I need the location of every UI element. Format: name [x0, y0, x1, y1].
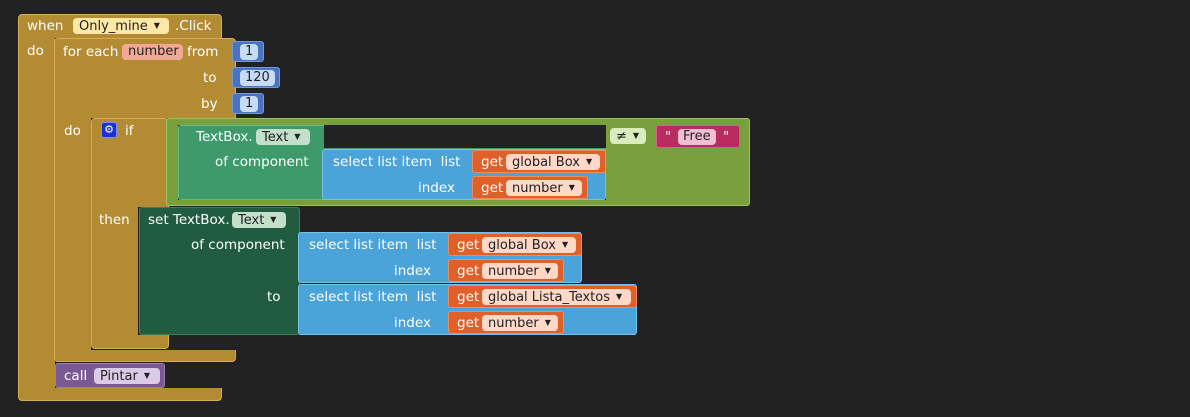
textbox-getter-property-dropdown[interactable]: Text▼ — [256, 129, 310, 145]
chevron-down-icon: ▼ — [544, 266, 551, 275]
for-each-label: for each — [63, 44, 119, 60]
loop-variable-field[interactable]: number — [122, 44, 183, 60]
chevron-down-icon: ▼ — [270, 215, 277, 224]
setter-index-label-1: index — [394, 263, 431, 279]
setter-select-list-item-label-1: select list item list — [309, 237, 437, 253]
textbox-getter-gap — [324, 125, 606, 148]
chevron-down-icon: ▼ — [561, 240, 569, 249]
chevron-down-icon: ▼ — [143, 371, 150, 380]
for-each-do-label: do — [64, 123, 81, 139]
event-when-label: when — [27, 18, 64, 34]
get-label: get — [481, 154, 504, 170]
setter-property-dropdown[interactable]: Text▼ — [232, 212, 286, 228]
if-label: if — [125, 123, 134, 139]
text-open-quote: " — [665, 129, 672, 145]
setter-to-label: to — [267, 289, 281, 305]
setter-of-component-label: of component — [191, 237, 285, 253]
condition-index-label: index — [418, 180, 455, 196]
chevron-down-icon: ▼ — [585, 157, 593, 166]
get-global-box-dropdown[interactable]: global Box▼ — [482, 237, 576, 253]
event-do-label: do — [27, 43, 44, 59]
for-each-to-label: to — [203, 70, 217, 86]
textbox-getter-label: TextBox. — [196, 129, 253, 145]
by-number-field[interactable]: 1 — [240, 96, 259, 112]
from-number-field[interactable]: 1 — [240, 44, 259, 60]
for-each-by-label: by — [201, 96, 218, 112]
setter-select-list-item-label-2: select list item list — [309, 289, 437, 305]
chevron-down-icon: ▼ — [616, 292, 623, 301]
getter-of-component-label: of component — [215, 154, 309, 170]
set-textbox-text-block[interactable] — [139, 207, 300, 335]
get-number-dropdown[interactable]: number▼ — [482, 315, 558, 331]
get-label: get — [457, 289, 480, 305]
call-label: call — [64, 368, 88, 384]
get-number-dropdown[interactable]: number▼ — [506, 180, 582, 196]
get-global-box-dropdown[interactable]: global Box▼ — [506, 154, 600, 170]
chevron-down-icon: ▼ — [544, 318, 551, 327]
chevron-down-icon: ▼ — [568, 183, 575, 192]
get-label: get — [457, 237, 480, 253]
event-name-label: .Click — [175, 18, 212, 34]
chevron-down-icon: ▼ — [294, 132, 301, 141]
get-label: get — [481, 180, 504, 196]
gear-icon[interactable]: ⚙ — [101, 122, 117, 138]
get-label: get — [457, 315, 480, 331]
setter-label: set TextBox. — [148, 212, 230, 228]
chevron-down-icon: ▼ — [153, 21, 160, 30]
get-label: get — [457, 263, 480, 279]
setter-index-label-2: index — [394, 315, 431, 331]
for-each-from-label: from — [187, 44, 219, 60]
call-procedure-dropdown[interactable]: Pintar▼ — [94, 368, 160, 384]
chevron-down-icon: ▼ — [632, 131, 640, 140]
compare-operator-dropdown[interactable]: ≠▼ — [610, 128, 646, 144]
get-number-dropdown[interactable]: number▼ — [482, 263, 558, 279]
get-global-lista-textos-dropdown[interactable]: global Lista_Textos▼ — [482, 289, 631, 305]
event-component-dropdown[interactable]: Only_mine▼ — [73, 18, 169, 34]
text-close-quote: " — [723, 129, 730, 145]
to-number-field[interactable]: 120 — [240, 70, 275, 86]
text-free-field[interactable]: Free — [678, 129, 716, 145]
condition-select-list-item-label: select list item list — [333, 154, 461, 170]
then-label: then — [99, 212, 130, 228]
